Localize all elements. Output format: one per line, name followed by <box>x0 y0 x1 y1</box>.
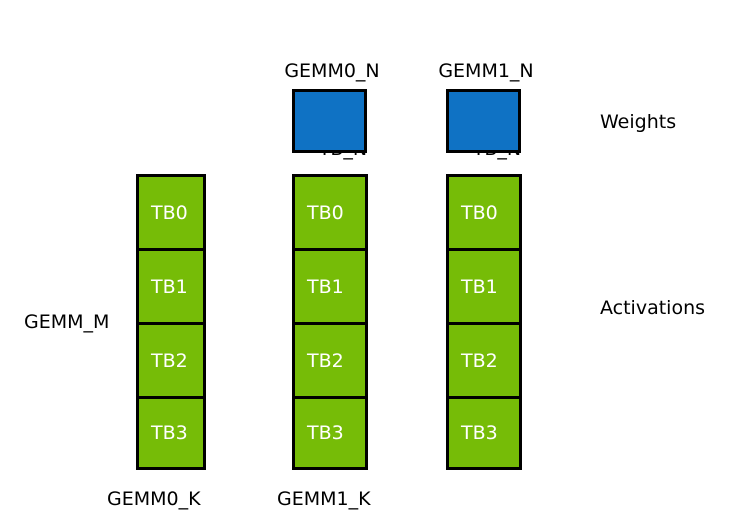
activation-column-gemm1-k: TB0 TB1 TB2 TB3 <box>292 174 368 470</box>
activation-cell: TB3 <box>446 396 522 470</box>
activation-cell: TB0 <box>136 174 206 248</box>
activation-column-gemm0-k: TB0 TB1 TB2 TB3 <box>136 174 206 470</box>
activation-cell: TB2 <box>292 322 368 396</box>
row-label-weights: Weights <box>600 111 677 133</box>
header-label-gemm1-n-line1: GEMM1_N <box>438 60 534 82</box>
activation-cell: TB2 <box>136 322 206 396</box>
row-label-activations: Activations <box>600 297 706 319</box>
activation-cell: TB0 <box>446 174 522 248</box>
activation-cell: TB1 <box>446 248 522 322</box>
activation-cell: TB2 <box>446 322 522 396</box>
activation-cell: TB3 <box>136 396 206 470</box>
header-label-gemm0-n-line1: GEMM0_N <box>284 60 380 82</box>
activation-cell: TB3 <box>292 396 368 470</box>
axis-label-gemm1-k: GEMM1_K <box>277 488 371 510</box>
axis-label-gemm0-k: GEMM0_K <box>107 488 201 510</box>
weight-block-gemm0 <box>292 89 367 153</box>
activation-cell: TB0 <box>292 174 368 248</box>
axis-label-gemm-m: GEMM_M <box>24 311 110 333</box>
activation-cell: TB1 <box>136 248 206 322</box>
activation-cell: TB1 <box>292 248 368 322</box>
weight-block-gemm1 <box>446 89 521 153</box>
activation-column-third: TB0 TB1 TB2 TB3 <box>446 174 522 470</box>
